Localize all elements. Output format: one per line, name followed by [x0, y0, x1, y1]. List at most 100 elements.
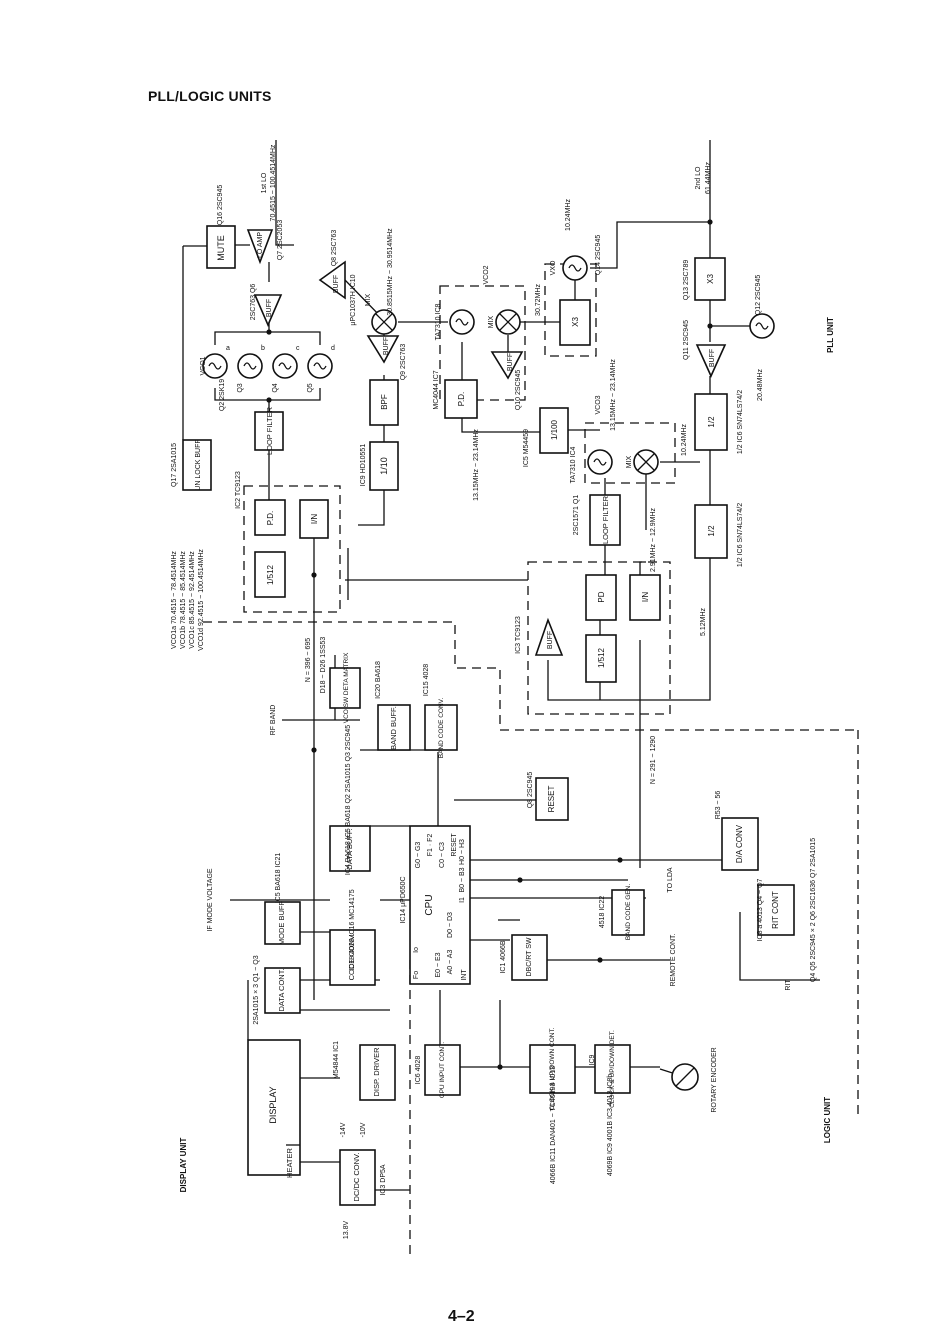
mix-ic10-label: MIX [365, 293, 372, 306]
div512-2-block [585, 634, 617, 683]
pd-ic7-label: P.D. [457, 392, 466, 407]
mute-block [206, 225, 236, 269]
buff-q9-label: BUFF [383, 337, 390, 355]
vco-sw-block [329, 667, 361, 709]
div100-block [539, 407, 569, 454]
vco-b-label: b [261, 345, 265, 352]
m54844-label: M54844 IC1 [333, 1041, 340, 1079]
clock-updown-label: CLOCK & UP/DOWN CONT. [549, 1027, 556, 1110]
cpu-i-pin: I1 [459, 897, 466, 903]
buff-q8-block [318, 260, 346, 300]
cpu-e-pins: E0 ~ E3 [435, 952, 442, 977]
q9-label: Q9 2SC763 [400, 344, 407, 381]
x3b-label: X3 [706, 274, 715, 284]
buff-q10-block [490, 351, 524, 380]
pd1-block [254, 499, 286, 536]
mode-buff-block [264, 901, 301, 945]
buff-q9-block [366, 335, 400, 364]
data-buff-block [329, 825, 371, 872]
minus14-label: -14V [340, 1122, 347, 1137]
ic8-label: TA7310 IC8 [435, 303, 442, 340]
ic6-logic-label: IC6 4028 [415, 1056, 422, 1085]
div512-2-label: 1/512 [597, 647, 606, 668]
cpu-input-block [424, 1044, 461, 1096]
in1-block [299, 499, 329, 539]
n-291-label: N = 291 ~ 1290 [650, 736, 657, 784]
cpu-a-pins: A0 ~ A3 [447, 950, 454, 975]
ic5-freq: 13.15MHz ~ 23.14MHz [473, 429, 480, 501]
div512-1-label: 1/512 [266, 564, 275, 585]
band-buff-label: BAND BUFF. [389, 706, 398, 750]
div100-label: 1/100 [550, 419, 559, 440]
minus10-label: -10V [360, 1122, 367, 1137]
freq-1024b-label: 10.24MHz [681, 424, 688, 456]
cpu-d-pins: D0 ~ D3 [447, 912, 454, 938]
ic6a-label: 1/2 IC6 SN74LS74/2 [737, 390, 744, 454]
remote-label: REMOTE CONT. [670, 934, 677, 987]
page-title: PLL/LOGIC UNITS [148, 88, 272, 104]
lo-amp-block [246, 229, 274, 265]
pd2-label: PD [597, 591, 606, 602]
unlock-block [182, 439, 212, 491]
disp-driver-block [359, 1044, 396, 1101]
display-block [247, 1039, 301, 1176]
if-mode-label: IF MODE VOLTAGE [207, 868, 214, 931]
ic6b-label: 1/2 IC6 SN74LS74/2 [737, 503, 744, 567]
band-code-gen-label: BAND CODE GEN. [625, 884, 632, 941]
q1-q3-label: 2SA1015 × 3 Q1 ~ Q3 [253, 955, 260, 1024]
rit-cont-label: RIT CONT [771, 891, 780, 929]
q14-label: Q14 2SC945 [595, 235, 602, 276]
rit-cont-block [757, 884, 795, 936]
ic9-logic-label: 4069B IC9 4001B IC3 4013 IC8b [607, 1074, 614, 1176]
band-buff-block [377, 704, 411, 751]
r53-label: R53 ~ 56 [715, 791, 722, 820]
data-cont-label: DATA CONT. [277, 968, 286, 1011]
buff-q6-block [253, 294, 283, 328]
ic10-freq: 30.8515MHz ~ 30.9514MHz [387, 228, 394, 316]
vco-a-label: a [226, 345, 230, 352]
dbc-rt-label: DBC/RT SW [526, 937, 533, 976]
half1-block [694, 393, 728, 451]
second-lo-freq: 61.44MHz [705, 162, 712, 194]
data-cont-block [264, 967, 301, 1014]
cpu-g-pins: G0 ~ G3 [415, 842, 422, 869]
cpu-io-pin: Io [413, 947, 420, 953]
pll-unit-label: PLL UNIT [826, 317, 835, 353]
ic1-label: IC1 4066B [500, 940, 507, 973]
xtal-2048-label: 20.48MHz [757, 369, 764, 401]
ic9-label: IC9 HD10551 [360, 444, 367, 487]
div10-label: 1/10 [379, 457, 389, 475]
pd1-label: P.D. [266, 511, 275, 526]
clock-updown-block [529, 1044, 576, 1094]
loop-filter1-block [254, 411, 284, 451]
da-conv-label: D/A CONV [735, 824, 744, 863]
ic18-label: IC18 4028 IC16 MC14175 [349, 889, 356, 970]
da-conv-block [721, 817, 759, 871]
heater-label: HEATER [285, 1147, 294, 1177]
vco-d-label: d [331, 345, 335, 352]
rotary-label: ROTARY ENCODER [711, 1047, 718, 1112]
reset-block [535, 777, 569, 821]
v138-label: 13.8V [343, 1221, 350, 1240]
cpu-f-pins: F1 · F2 [427, 834, 434, 857]
mode-buff-label: MODE BUFF [277, 901, 286, 946]
first-lo-freq: 70.4515 ~ 100.4514MHz [270, 144, 277, 221]
n-396-label: N = 396 ~ 695 [305, 638, 312, 682]
q6-label: 2SC763 Q6 [250, 284, 257, 321]
display-unit-label: DISPLAY UNIT [179, 1138, 188, 1193]
first-lo-label: 1st LO [261, 172, 268, 193]
x3a-label: X3 [571, 317, 580, 327]
buff-ic3-label: BUFF [547, 631, 554, 649]
loop-filter2-label: LOOP FILTER [601, 495, 610, 544]
in2-block [629, 574, 661, 621]
freq-512-label: 5.12MHz [700, 607, 707, 636]
clock-updown-det-label: CLOCK & UP/DOWN DET. [609, 1030, 616, 1108]
q8-logic-label: Q8 2SC945 [527, 772, 534, 809]
ic8-logic-label: IC8 a 4013 Q4 ~ Q7 [757, 878, 764, 941]
mix-vco2-label: MIX [488, 315, 495, 328]
cpu-label: CPU [424, 894, 435, 915]
vco1d-label: VCO1d 92.4515 ~ 100.4514MHz [198, 549, 205, 651]
xtal-1024-label: 10.24MHz [565, 199, 572, 231]
mix-vco3-label: MIX [626, 455, 633, 468]
